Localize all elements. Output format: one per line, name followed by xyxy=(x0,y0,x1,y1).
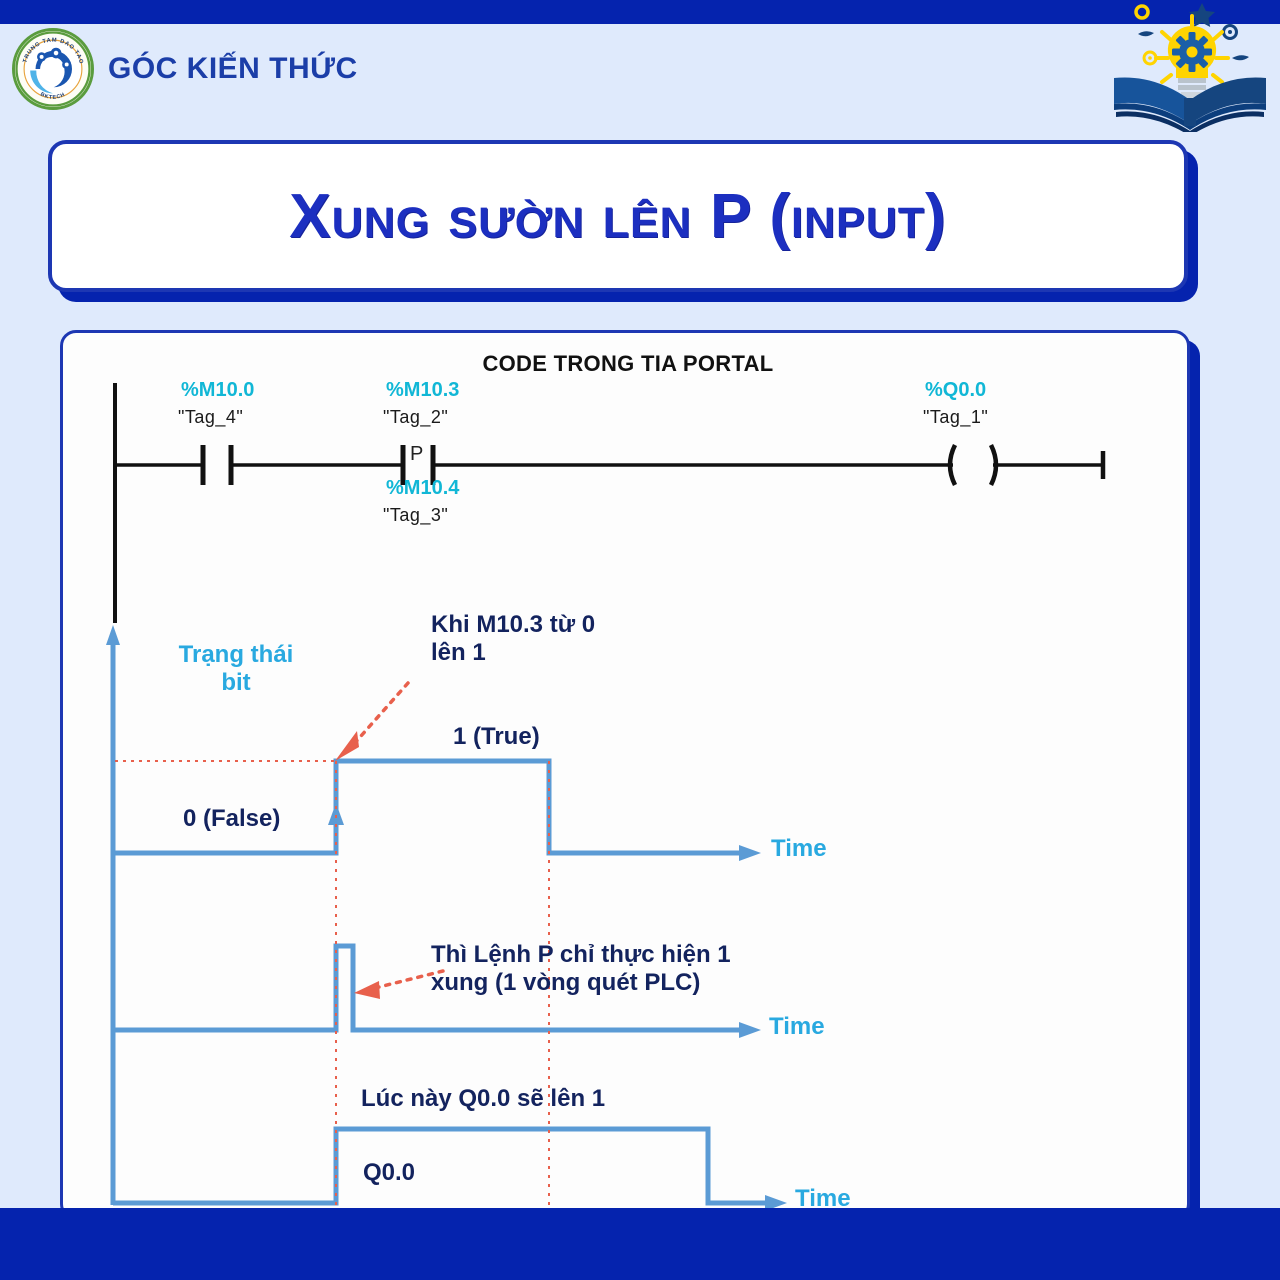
time-axis-label-2: Time xyxy=(769,1013,825,1040)
coil-q0-0 xyxy=(947,443,1106,487)
bktech-logo: TRUNG TAM DAO TAO BKTECH xyxy=(12,28,94,110)
contact-2-memory-tag: "Tag_3" xyxy=(383,505,449,525)
contact-m10-0 xyxy=(200,445,234,485)
title-banner: Xung sườn lên P (input) xyxy=(48,140,1198,302)
y-axis-arrow-head xyxy=(106,625,120,645)
time-axis-label-3: Time xyxy=(795,1185,851,1212)
lightbulb-book-illustration xyxy=(1104,0,1274,136)
time-axis-label-1: Time xyxy=(771,835,827,862)
annotation-pulse: Thì Lệnh P chỉ thực hiện 1 xung (1 vòng … xyxy=(431,941,731,996)
y-axis-label: Trạng thái bit xyxy=(178,641,294,696)
callout-arrow-1-line xyxy=(351,681,410,747)
ladder-and-timing-diagram xyxy=(106,383,1106,1213)
contact-1-address: %M10.0 xyxy=(181,379,255,401)
callout-arrow-2-line xyxy=(373,969,445,990)
content-card-box: CODE TRONG TIA PORTAL xyxy=(60,330,1190,1220)
time-axis-1-arrow xyxy=(739,845,761,861)
top-bar xyxy=(0,0,1280,24)
bktech-logo-svg: TRUNG TAM DAO TAO BKTECH xyxy=(15,31,91,107)
callout-arrow-2-head xyxy=(354,981,380,999)
rising-edge-arrow-head-1 xyxy=(328,803,344,825)
annotation-output: Lúc này Q0.0 sẽ lên 1 xyxy=(361,1085,606,1112)
brand-header: TRUNG TAM DAO TAO BKTECH GÓC KIẾN THỨC xyxy=(12,28,358,110)
level-high-label: 1 (True) xyxy=(453,723,540,750)
page-title: Xung sườn lên P (input) xyxy=(289,181,947,251)
contact-2-tag: "Tag_2" xyxy=(383,407,449,427)
level-low-label: 0 (False) xyxy=(183,805,281,832)
p-edge-marker: P xyxy=(410,443,424,465)
contact-2-memory-address: %M10.4 xyxy=(386,477,460,499)
brand-title: GÓC KIẾN THỨC xyxy=(108,52,358,85)
lightbulb-book-icon xyxy=(1114,3,1266,136)
contact-m10-3-p xyxy=(400,445,436,485)
annotation-rising-edge: Khi M10.3 từ 0 lên 1 xyxy=(431,611,596,666)
signal-2-waveform xyxy=(113,943,751,1033)
svg-text:BKTECH: BKTECH xyxy=(39,92,66,101)
coil-tag: "Tag_1" xyxy=(923,407,989,427)
contact-1-tag: "Tag_4" xyxy=(178,407,244,427)
signal-3-label: Q0.0 xyxy=(363,1159,416,1186)
contact-2-address: %M10.3 xyxy=(386,379,460,401)
signal-3-waveform xyxy=(113,1126,777,1206)
time-axis-3-arrow xyxy=(765,1195,787,1211)
title-banner-box: Xung sườn lên P (input) xyxy=(48,140,1188,292)
time-axis-2-arrow xyxy=(739,1022,761,1038)
code-section-heading: CODE TRONG TIA PORTAL xyxy=(482,351,774,376)
signal-1-waveform xyxy=(113,758,753,856)
content-card: CODE TRONG TIA PORTAL xyxy=(60,330,1200,1230)
coil-address: %Q0.0 xyxy=(925,379,987,401)
bottom-bar xyxy=(0,1208,1280,1280)
callout-arrow-1-head xyxy=(335,731,359,761)
